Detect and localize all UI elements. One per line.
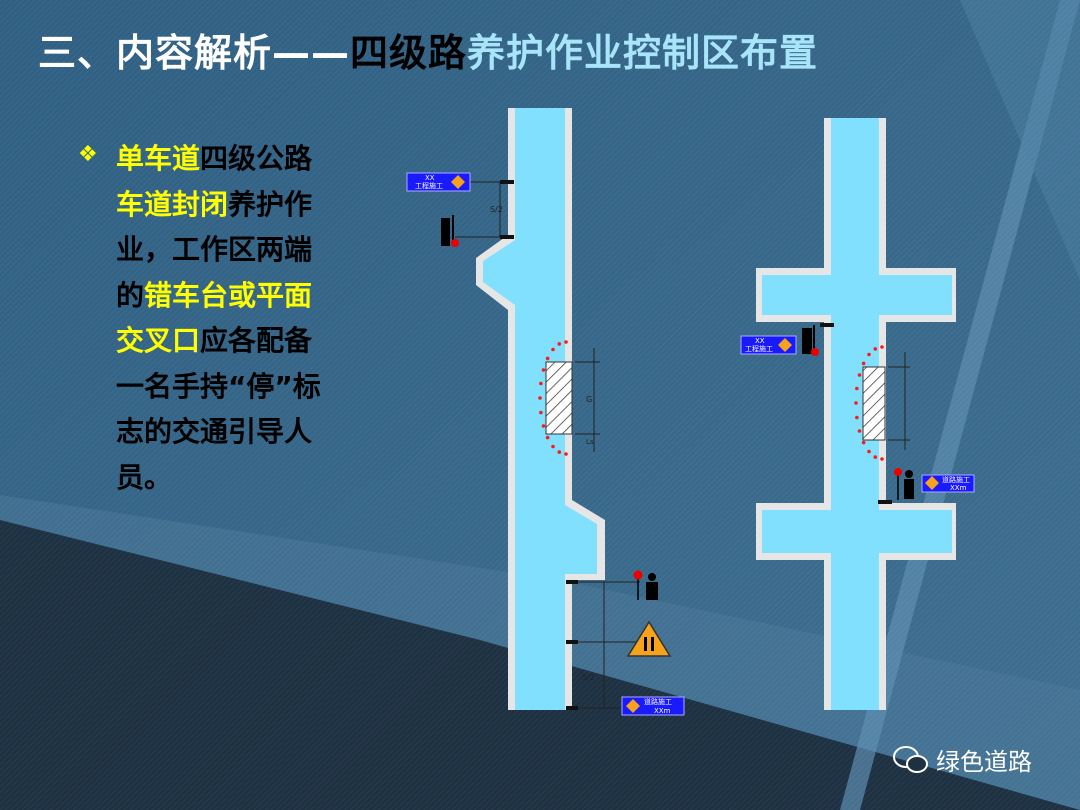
flagger-icon <box>802 325 819 356</box>
road-single-lane <box>476 108 605 710</box>
dim-s-half-2: S/2 <box>582 673 595 682</box>
cone <box>545 356 550 361</box>
cone <box>557 342 562 346</box>
cone <box>551 347 555 352</box>
sign-text: 工程施工 <box>415 181 443 190</box>
dim-s-half: S/2 <box>490 205 503 214</box>
cone <box>867 352 871 357</box>
cone <box>541 424 546 428</box>
cone <box>861 361 866 366</box>
wechat-icon <box>893 745 928 773</box>
description-paragraph: 单车道四级公路车道封闭养护作业，工作区两端的错车台或平面交叉口应各配备一名手持“… <box>116 136 336 500</box>
text-seg: 单车道 <box>116 142 201 175</box>
page-title: 三、内容解析——四级路养护作业控制区布置 <box>38 22 818 77</box>
dim-g: G <box>586 395 592 404</box>
cone <box>564 340 568 344</box>
flagger-icon <box>894 468 914 500</box>
cone <box>557 450 562 454</box>
title-part2: 四级路 <box>350 31 468 75</box>
sign-text: XX <box>755 337 765 345</box>
cone <box>539 381 543 386</box>
cone <box>551 444 555 449</box>
cone <box>880 345 884 349</box>
sign-text: 工程施工 <box>745 344 773 353</box>
text-seg: 四级公路 <box>200 142 313 175</box>
traffic-cones <box>538 340 884 461</box>
cone <box>867 449 871 454</box>
sign-text: 道路施工 <box>942 475 970 484</box>
cone <box>855 415 859 420</box>
cone <box>873 347 878 351</box>
cone <box>880 457 884 461</box>
title-part1: 三、内容解析—— <box>38 31 351 75</box>
cone <box>873 455 878 459</box>
cone <box>545 435 550 440</box>
watermark: 绿色道路 <box>892 742 1032 777</box>
cone <box>564 452 568 456</box>
cone <box>541 368 546 372</box>
flagger-icon <box>633 570 658 600</box>
lane-narrows-warning-icon <box>626 620 672 657</box>
text-seg: 错车台或平面交叉口 <box>116 278 313 358</box>
road-intersections <box>756 118 956 710</box>
cone <box>855 386 859 391</box>
watermark-text: 绿色道路 <box>936 748 1032 776</box>
flagger-icon <box>441 215 459 247</box>
work-zone-1 <box>545 361 573 435</box>
sign-text: 道路施工 <box>644 697 672 706</box>
text-seg: 养护作业，工作区两端的 <box>116 187 313 312</box>
text-seg: 车道封闭 <box>116 187 229 221</box>
dim-ls: Ls <box>586 438 594 446</box>
lane-end-markers <box>500 180 892 710</box>
cone <box>539 410 543 415</box>
cone <box>854 401 858 405</box>
cone <box>857 429 862 433</box>
sign-text: XXm <box>950 484 967 492</box>
work-zone-2 <box>862 366 886 441</box>
cone <box>861 440 866 445</box>
text-seg: 应各配备一名手持“停”标志的交通引导人员。 <box>116 324 321 494</box>
sign-text: XX <box>425 174 435 182</box>
title-part3: 养护作业控制区布置 <box>467 31 819 75</box>
cone <box>538 396 542 400</box>
sign-text: XXm <box>654 707 671 715</box>
bullet-icon: ❖ <box>78 142 98 167</box>
cone <box>857 373 862 377</box>
